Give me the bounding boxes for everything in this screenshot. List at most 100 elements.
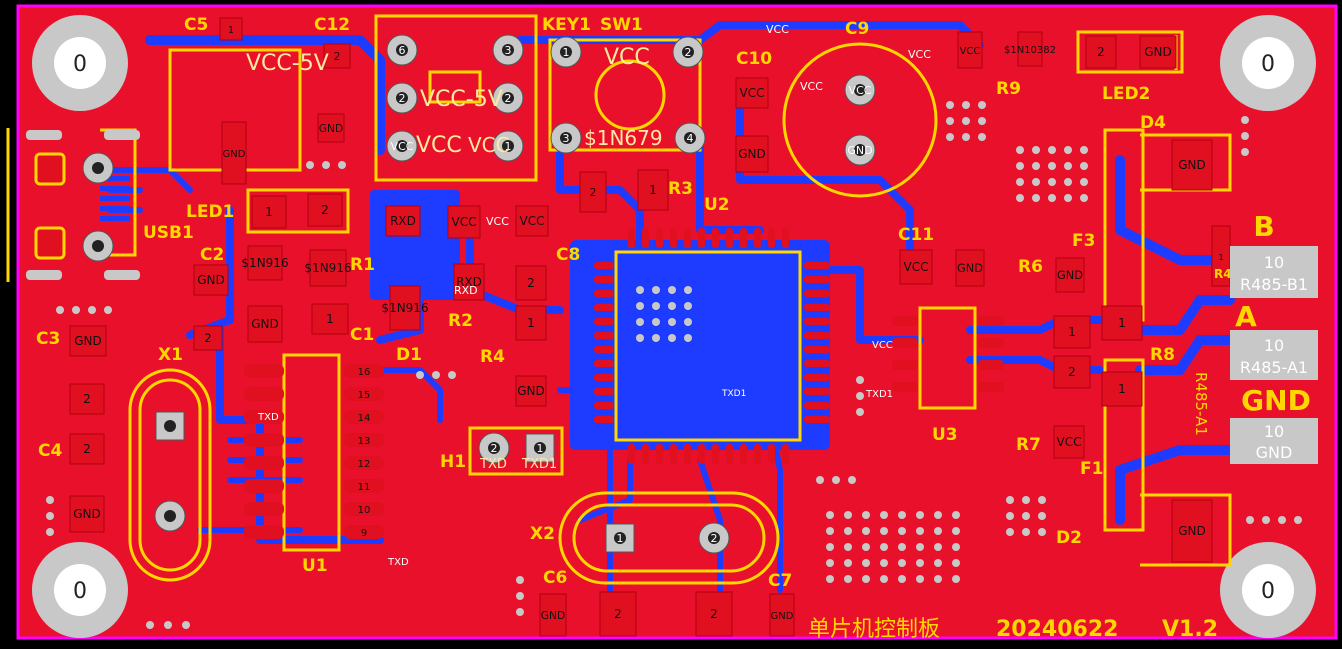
- terminal-a-letter: A: [1235, 300, 1257, 333]
- terminal-gnd[interactable]: 10 GND: [1230, 418, 1318, 464]
- u1-pad-right: [344, 364, 384, 378]
- trace-rxd: RXD: [454, 284, 478, 297]
- terminal-a[interactable]: 10 R485-A1: [1230, 330, 1318, 380]
- silkscreen-layer: [6, 14, 1232, 585]
- via: [1241, 116, 1249, 124]
- pad-label: 1: [527, 316, 535, 330]
- u2-pad: [804, 402, 830, 409]
- pad-label: 1: [1068, 325, 1076, 339]
- smd-pad: [1017, 31, 1043, 67]
- led1-outline: [246, 188, 350, 234]
- terminal-b-net: R485-B1: [1240, 275, 1308, 294]
- u3-pad: [892, 338, 918, 348]
- via: [636, 334, 644, 342]
- designator-c6: C6: [543, 568, 567, 588]
- via: [862, 527, 870, 535]
- via: [826, 543, 834, 551]
- copper-trace: [347, 367, 443, 423]
- smd-pad: [515, 265, 547, 301]
- u2-outline: [614, 250, 802, 442]
- rs485-terminals: B 10 R485-B1 A 10 R485-A1 GND 10 GND R48…: [1192, 210, 1318, 464]
- via: [1032, 146, 1040, 154]
- c5-net-label: VCC-5V: [246, 51, 329, 76]
- copper-trace: [1115, 445, 1235, 525]
- copper-trace: [1115, 155, 1235, 265]
- designator-f1: F1: [1080, 459, 1103, 479]
- reg-vcc-label-2: VCC: [468, 133, 510, 157]
- via: [952, 511, 960, 519]
- tht-drill: [684, 132, 696, 144]
- u1-pad-left: [244, 364, 284, 378]
- smd-pad: [515, 375, 547, 407]
- tht-pin-label: 2: [685, 46, 692, 59]
- via: [844, 527, 852, 535]
- via: [826, 511, 834, 519]
- u2-pad: [804, 332, 830, 339]
- u2-pad: [754, 228, 761, 248]
- via: [1032, 162, 1040, 170]
- smd-pad: [1053, 355, 1091, 389]
- pad-label: 1: [326, 312, 334, 326]
- tht-pin-label: VCC: [391, 140, 414, 153]
- terminal-b[interactable]: 10 R485-B1: [1230, 246, 1318, 298]
- via: [952, 543, 960, 551]
- u3-pad: [978, 338, 1004, 348]
- designator-led2: LED2: [1102, 84, 1150, 104]
- tht-pin-label: 4: [687, 132, 694, 145]
- u1-pad-right: [344, 410, 384, 424]
- smd-pad: [1101, 305, 1143, 341]
- via: [832, 476, 840, 484]
- via: [844, 511, 852, 519]
- via: [962, 101, 970, 109]
- via: [1048, 178, 1056, 186]
- usb-shell-pad: [26, 270, 62, 280]
- tht-drill: [560, 46, 572, 58]
- tht-drill: [560, 132, 572, 144]
- u1-pin-number: 9: [361, 528, 367, 539]
- via: [668, 302, 676, 310]
- designator-x1: X1: [158, 345, 183, 365]
- terminal-b-pad: [1230, 246, 1318, 298]
- via: [1080, 194, 1088, 202]
- via: [1048, 146, 1056, 154]
- sw1-net-label: $1N679: [584, 126, 663, 150]
- tht-drill: [708, 532, 720, 544]
- pad-label: RXD: [390, 214, 416, 228]
- smd-pad: [69, 495, 105, 533]
- smd-pad: [735, 77, 769, 109]
- designator-u3: U3: [932, 425, 958, 445]
- smd-pad: [1053, 425, 1085, 459]
- via: [668, 318, 676, 326]
- copper-trace: [1135, 335, 1235, 375]
- via: [978, 101, 986, 109]
- via: [1016, 178, 1024, 186]
- via: [862, 575, 870, 583]
- smd-pad: [957, 31, 983, 69]
- designator-d1: D1: [396, 345, 422, 365]
- via: [916, 527, 924, 535]
- sw1-button: [594, 59, 666, 131]
- u2-pad: [804, 262, 830, 269]
- via: [934, 559, 942, 567]
- smd-pad: [247, 245, 283, 281]
- board-footer: 单片机控制板 20240622 V1.2: [808, 617, 1218, 642]
- designator-f3: F3: [1072, 231, 1095, 251]
- designator-led1: LED1: [186, 202, 234, 222]
- u1-pad-left: [244, 433, 284, 447]
- usb-signal-pin: [100, 196, 130, 201]
- smd-pad: [735, 135, 769, 173]
- designator-r3: R3: [668, 179, 693, 199]
- mount-hole-top-left: 0: [32, 15, 128, 111]
- tht-drill: [854, 144, 866, 156]
- pad-label: 2: [204, 331, 211, 345]
- tht-pin-label: 2: [399, 92, 406, 105]
- designator-c2: C2: [200, 245, 224, 265]
- u2-pad: [782, 228, 789, 248]
- f1-outline: [1103, 358, 1145, 532]
- designator-c4: C4: [38, 441, 62, 461]
- via: [652, 286, 660, 294]
- via: [862, 543, 870, 551]
- via: [516, 608, 524, 616]
- smd-pad: [311, 303, 349, 335]
- via: [1038, 528, 1046, 536]
